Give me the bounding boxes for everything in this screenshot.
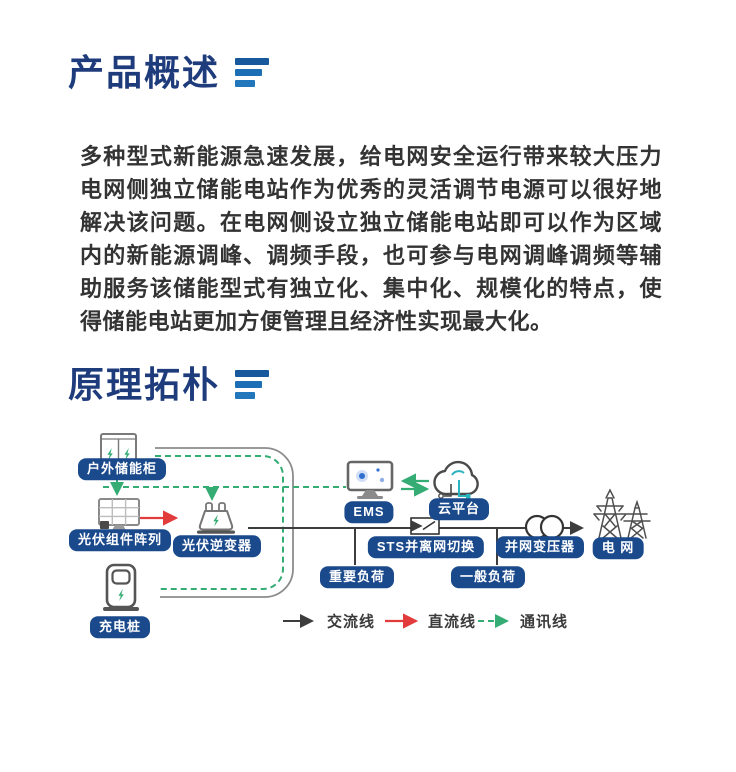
overview-section-header: 产品概述 — [68, 44, 270, 96]
label-grid-transformer: 并网变压器 — [495, 536, 585, 558]
label-pv-inverter: 光伏逆变器 — [172, 535, 262, 557]
label-critical-load: 重要负荷 — [319, 566, 395, 588]
topology-title: 原理拓朴 — [68, 364, 221, 405]
label-ems: EMS — [344, 501, 394, 523]
switch-icon — [410, 517, 440, 535]
cabinet-pile-power-line — [155, 447, 294, 598]
inverter-icon — [197, 502, 235, 534]
ev-charger-icon — [103, 563, 139, 611]
transformer-circles-icon — [524, 514, 565, 540]
label-charging-pile: 充电桩 — [89, 616, 151, 638]
cabinet-pile-comm-line — [155, 455, 284, 590]
label-general-load: 一般负荷 — [450, 566, 526, 588]
label-power-grid: 电 网 — [592, 537, 644, 559]
legend-ac-line: 交流线 — [327, 613, 376, 631]
transmission-towers-icon — [593, 488, 651, 539]
triple-bars-icon — [235, 57, 270, 87]
overview-title: 产品概述 — [68, 52, 221, 93]
label-pv-array: 光伏组件阵列 — [68, 529, 172, 551]
cloud-icon — [433, 460, 479, 499]
label-cloud-platform: 云平台 — [428, 498, 490, 520]
legend-dc-line: 直流线 — [428, 613, 477, 631]
topology-section-header: 原理拓朴 — [68, 356, 270, 408]
legend-comm-line: 通讯线 — [520, 613, 569, 631]
triple-bars-icon — [235, 369, 270, 399]
label-sts-switch: STS并离网切换 — [367, 536, 485, 558]
topology-diagram — [98, 433, 651, 629]
label-outdoor-cabinet: 户外储能柜 — [77, 458, 167, 480]
overview-paragraph: 多种型式新能源急速发展，给电网安全运行带来较大压力电网侧独立储能电站作为优秀的灵… — [80, 144, 662, 334]
monitor-icon — [346, 460, 394, 499]
